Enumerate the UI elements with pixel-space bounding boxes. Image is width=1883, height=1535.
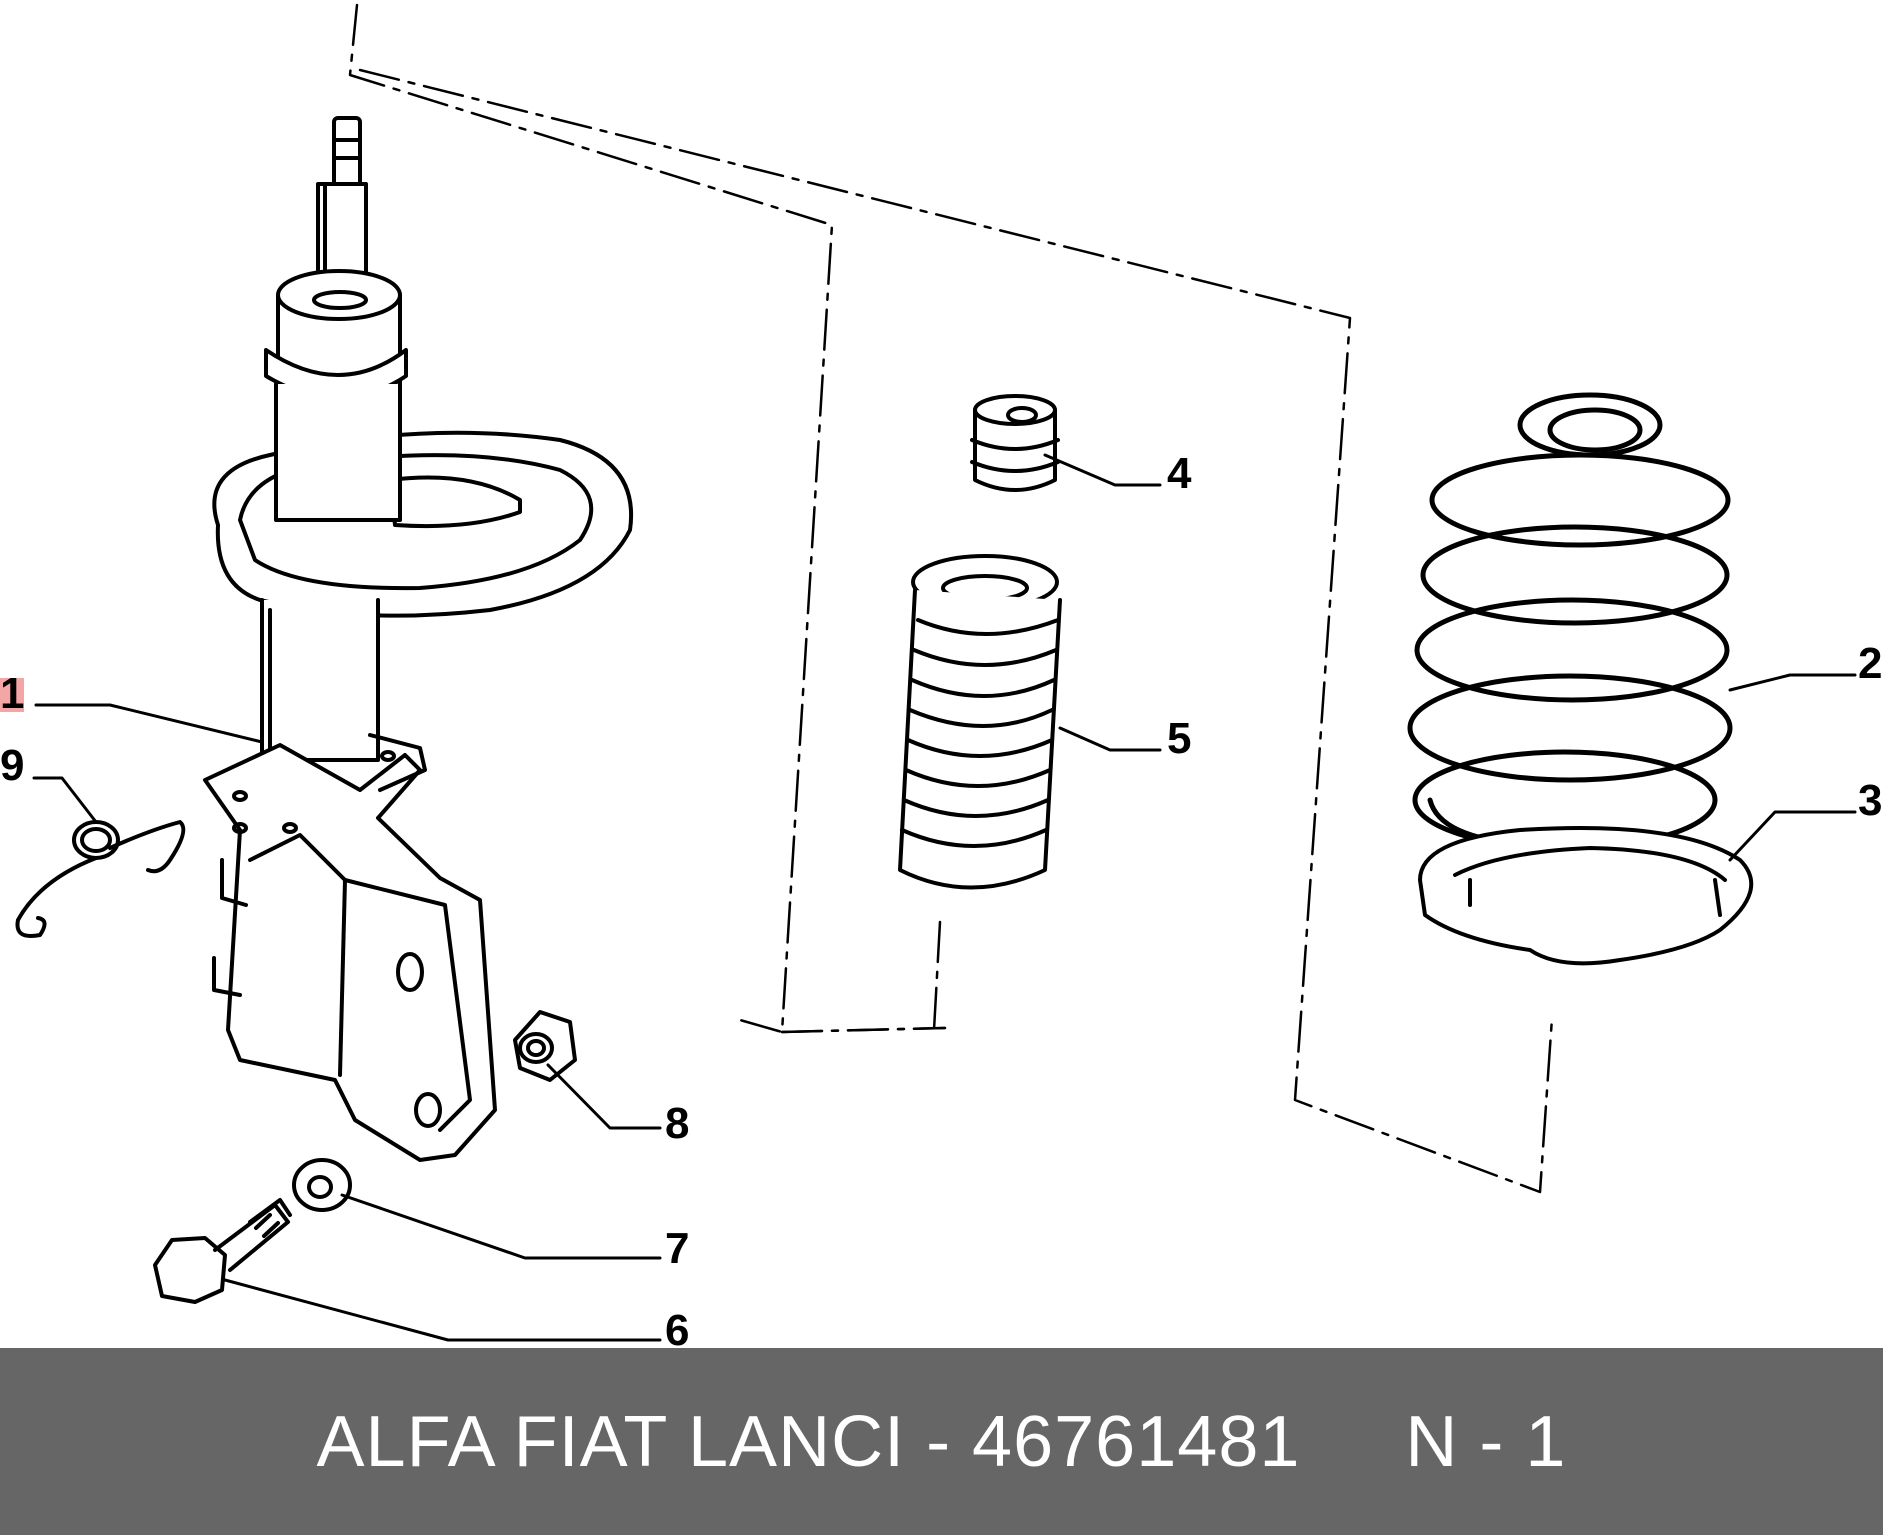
footer-caption: ALFA FIAT LANCI - 46761481 N - 1 bbox=[316, 1401, 1567, 1482]
callout-labels: 1 9 4 5 2 3 8 7 6 bbox=[0, 449, 1882, 1348]
bellows-folds bbox=[900, 618, 1060, 848]
bolt-drawing bbox=[153, 1198, 292, 1304]
exploded-suspension-diagram: 1 9 4 5 2 3 8 7 6 bbox=[0, 3, 1882, 1348]
coil-spring-drawing bbox=[1407, 392, 1733, 851]
spring-seat-drawing bbox=[1418, 826, 1754, 966]
callout-9: 9 bbox=[0, 741, 24, 790]
bump-stop-drawing bbox=[970, 394, 1060, 492]
callout-5: 5 bbox=[1167, 714, 1191, 763]
nut-drawing bbox=[513, 1010, 577, 1082]
footer-bar: ALFA FIAT LANCI - 46761481 N - 1 bbox=[0, 1348, 1883, 1535]
callout-3: 3 bbox=[1858, 776, 1882, 825]
callout-1-highlight bbox=[0, 678, 24, 712]
spring-clip-drawing bbox=[15, 820, 186, 938]
callout-1: 1 bbox=[0, 669, 24, 718]
callout-2: 2 bbox=[1858, 639, 1882, 688]
callout-8: 8 bbox=[665, 1099, 689, 1148]
callout-7: 7 bbox=[665, 1224, 689, 1273]
leader-lines bbox=[32, 453, 1857, 1342]
strut-assembly-drawing bbox=[203, 116, 634, 1162]
callout-6: 6 bbox=[665, 1306, 689, 1348]
dust-boot-drawing bbox=[898, 554, 1062, 890]
washer-drawing bbox=[292, 1158, 352, 1212]
assembly-guide-lines bbox=[348, 3, 1554, 1194]
callout-4: 4 bbox=[1167, 449, 1192, 498]
